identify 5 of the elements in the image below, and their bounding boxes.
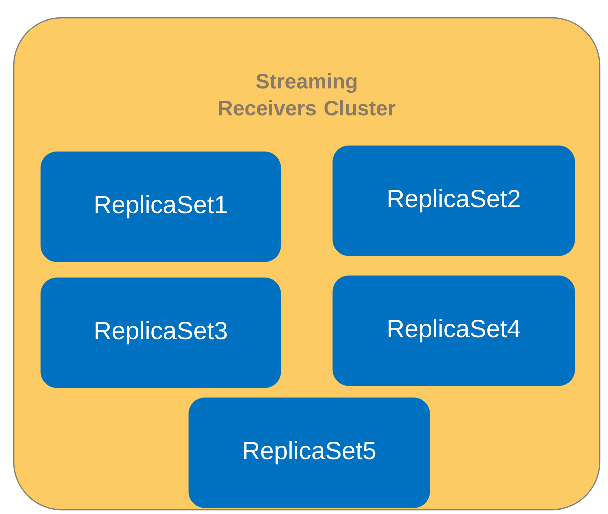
replica-set-box: ReplicaSet4: [332, 276, 576, 386]
replica-set-box: ReplicaSet2: [332, 146, 576, 256]
replica-set-box: ReplicaSet3: [40, 278, 282, 388]
replica-set-box: ReplicaSet5: [188, 398, 430, 508]
replica-set-box: ReplicaSet1: [40, 152, 282, 262]
